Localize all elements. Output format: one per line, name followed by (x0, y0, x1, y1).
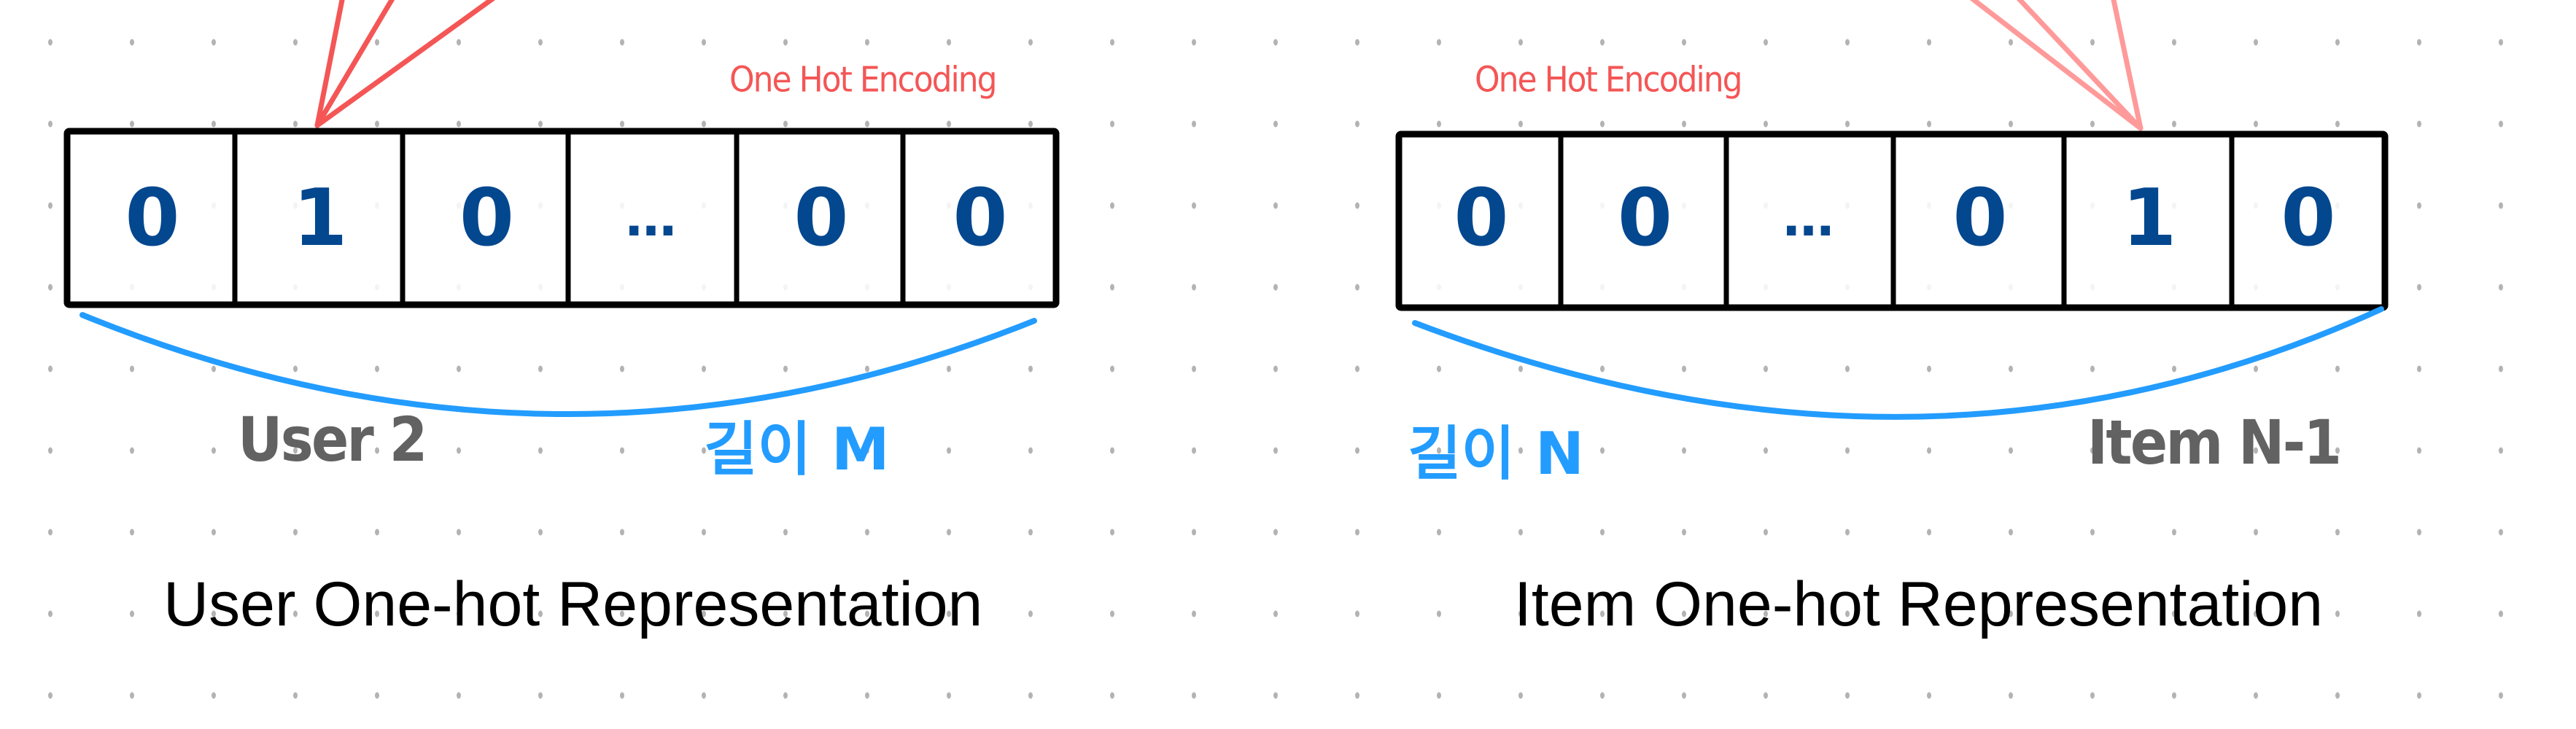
item-vector-cell: 0 (2281, 172, 2336, 264)
user-vector-cell: 0 (794, 172, 849, 264)
item-one-hot-encoding-annotation: One Hot Encoding (1475, 59, 1743, 101)
item-length-brace (1412, 306, 2384, 420)
user-vector-cell-ellipsis: … (625, 188, 683, 248)
user-length-label: 길이 M (704, 416, 890, 483)
item-caption: Item One-hot Representation (1514, 569, 2324, 639)
item-vector-cell-ellipsis: … (1782, 188, 1840, 248)
user-vector-box (63, 128, 1060, 308)
user-vector-cell: 0 (953, 172, 1008, 264)
user-caption: User One-hot Representation (163, 569, 983, 639)
item-index-label: Item N-1 (2087, 407, 2342, 478)
item-one-hot-group (1395, 0, 2389, 420)
item-vector-cell: 0 (1454, 172, 1509, 264)
item-length-label: 길이 N (1408, 420, 1585, 488)
user-one-hot-group (63, 0, 1060, 417)
item-vector-cell-active: 1 (2122, 172, 2177, 264)
user-length-brace (79, 312, 1037, 417)
user-index-label: User 2 (238, 404, 427, 475)
user-vector-cell-active: 1 (292, 172, 348, 264)
user-pointer-lines (314, 0, 496, 128)
item-pointer-lines (1969, 0, 2144, 131)
user-vector-cell: 0 (125, 172, 180, 264)
user-vector-cell: 0 (459, 172, 515, 264)
item-vector-box (1395, 130, 2389, 311)
item-vector-cell: 0 (1952, 172, 2008, 264)
user-one-hot-encoding-annotation: One Hot Encoding (729, 59, 998, 101)
item-vector-cell: 0 (1617, 172, 1673, 264)
